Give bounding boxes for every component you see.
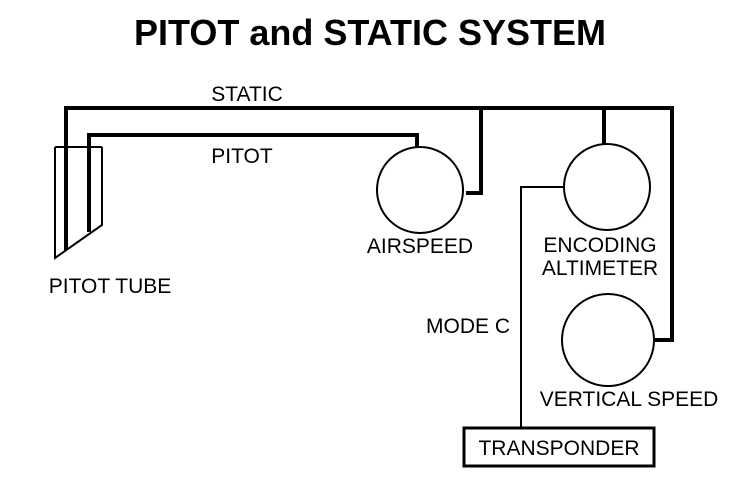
pitot-tube-label: PITOT TUBE [49,275,172,298]
transponder-label: TRANSPONDER [478,437,639,460]
static-label: STATIC [211,83,283,106]
static-line-altimeter [481,106,606,150]
vertical-speed-label: VERTICAL SPEED [540,388,719,411]
pitot-tube [54,146,103,260]
pitot-tube-outline [54,147,103,260]
altimeter-label: ALTIMETER [542,257,658,280]
pitot-line [87,133,419,232]
mode-c-label: MODE C [426,315,510,338]
vertical-speed-gauge [561,293,655,387]
airspeed-label: AIRSPEED [367,235,473,258]
mode-c-wire [520,186,564,428]
altimeter-gauge [563,143,651,231]
encoding-label: ENCODING [543,234,656,257]
static-line-vertical-speed [604,106,674,342]
airspeed-gauge [376,146,464,234]
transponder-box [462,426,656,468]
diagram-title: PITOT and STATIC SYSTEM [134,12,606,53]
pitot-label: PITOT [211,145,273,168]
